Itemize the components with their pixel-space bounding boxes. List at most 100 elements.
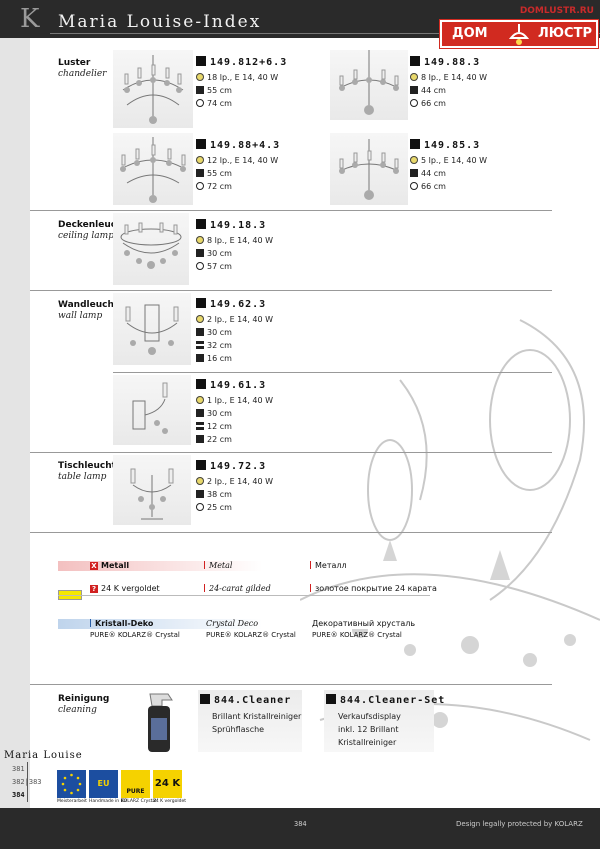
category-wand-sub: wall lamp [58, 311, 103, 321]
bulb-icon [410, 156, 418, 164]
depth-icon [196, 354, 204, 362]
crystal-header-de: Kristall-Deko [90, 619, 153, 628]
diameter-icon [196, 503, 204, 511]
width-icon [196, 341, 204, 349]
cleaning-line-1b: Sprühflasche [212, 725, 265, 734]
product-width-7: 12 cm [196, 421, 232, 432]
bulb-icon [196, 315, 204, 323]
section-divider [30, 684, 552, 685]
product-code-7: 149.61.3 [196, 379, 266, 391]
badge-pure: PURE [121, 770, 150, 798]
product-diameter-3: 72 cm [196, 181, 232, 192]
height-icon [196, 328, 204, 336]
product-photo-149-812[interactable] [113, 50, 193, 128]
cleaning-code-2: 844.Cleaner-Set [326, 694, 445, 706]
height-icon [196, 490, 204, 498]
product-photo-149-72[interactable] [113, 455, 191, 525]
height-icon [196, 249, 204, 257]
eu-stars-icon [61, 773, 82, 795]
product-photo-149-85[interactable] [330, 133, 408, 205]
section-divider [30, 210, 552, 211]
cleaning-line-2c: Kristallreiniger [338, 738, 397, 747]
badge-caption-1: Meisterarbeit [57, 799, 87, 804]
item-divider [113, 372, 552, 373]
section-divider [30, 290, 552, 291]
finish-header-bar [58, 561, 430, 571]
diameter-icon [196, 182, 204, 190]
kolarz-logo-icon: K [20, 4, 40, 34]
category-luster-sub: chandelier [58, 69, 107, 79]
product-diameter-1: 74 cm [196, 98, 232, 109]
height-icon [410, 169, 418, 177]
domlustr-watermark[interactable]: DOMLUSTR.RU ДОМ ЛЮСТР [440, 6, 598, 72]
product-photo-149-62[interactable] [113, 293, 191, 365]
category-decken-sub: ceiling lamp [58, 231, 114, 241]
bulb-icon [196, 396, 204, 404]
cleaner-panel [198, 690, 302, 752]
product-lamps-6: 2 lp., E 14, 40 W [196, 314, 273, 325]
cleaning-code-1: 844.Cleaner [200, 694, 291, 706]
left-strip [0, 38, 30, 808]
product-photo-149-88-4[interactable] [113, 133, 193, 205]
product-code-2: 149.88.3 [410, 56, 480, 68]
crystal-header-bar [58, 619, 430, 629]
page-link-382-383[interactable]: 382|383 [12, 778, 42, 786]
finish-header-ru: Металл [310, 561, 347, 570]
page-index-divider [27, 762, 28, 802]
finish-row-de: ?24 K vergoldet [90, 584, 160, 593]
spray-bottle-image[interactable] [138, 688, 182, 754]
product-code-4: 149.85.3 [410, 139, 480, 151]
crystal-row-en: PURE® KOLARZ® Crystal [206, 631, 296, 639]
brand-right: ЛЮСТР [538, 26, 592, 41]
cleaning-line-2b: inkl. 12 Brillant [338, 725, 399, 734]
crystal-row-ru: PURE® KOLARZ® Crystal [312, 631, 402, 639]
product-lamps-8: 2 lp., E 14, 40 W [196, 476, 273, 487]
page-title: Maria Louise-Index [58, 12, 262, 32]
product-code-3: 149.88+4.3 [196, 139, 280, 151]
bulb-icon [410, 73, 418, 81]
cleaning-line-1a: Brillant Kristallreiniger [212, 712, 302, 721]
product-lamps-1: 18 lp., E 14, 40 W [196, 72, 278, 83]
product-height-7: 30 cm [196, 408, 232, 419]
badge-caption-2: Handmade in EU [89, 799, 127, 804]
page-link-384[interactable]: 384 [12, 791, 25, 799]
product-code-6: 149.62.3 [196, 298, 266, 310]
product-height-5: 30 cm [196, 248, 232, 259]
height-icon [196, 86, 204, 94]
category-decken: Deckenleuchte [58, 220, 133, 230]
product-photo-149-18[interactable] [113, 213, 189, 285]
cleaner-set-panel [324, 690, 434, 752]
product-height-2: 44 cm [410, 85, 446, 96]
product-diameter-2: 66 cm [410, 98, 446, 109]
badge-meisterarbeit [57, 770, 86, 798]
category-tisch-sub: table lamp [58, 472, 107, 482]
height-icon [196, 169, 204, 177]
product-code-5: 149.18.3 [196, 219, 266, 231]
product-lamps-7: 1 lp., E 14, 40 W [196, 395, 273, 406]
product-photo-149-61[interactable] [113, 375, 191, 445]
cleaning-line-2a: Verkaufsdisplay [338, 712, 401, 721]
diameter-icon [410, 182, 418, 190]
finish-header-en: Metal [204, 561, 232, 570]
category-reinigung-sub: cleaning [58, 705, 97, 715]
diameter-icon [196, 262, 204, 270]
height-icon [196, 409, 204, 417]
footer-legal: Design legally protected by KOLARZ [456, 820, 583, 828]
product-width-6: 32 cm [196, 340, 232, 351]
product-photo-149-88[interactable] [330, 50, 408, 120]
page-link-381[interactable]: 381 [12, 765, 25, 773]
x-mark-icon: ? [90, 585, 98, 593]
section-divider [30, 532, 552, 533]
badge-caption-4: 24 K vergoldet [153, 799, 186, 804]
gold-swatch [58, 584, 82, 603]
footer-bar [0, 808, 600, 849]
finish-row-ru: золотое покрытие 24 карата [310, 584, 437, 593]
sidebar-brand: Maria Louise [4, 750, 83, 761]
product-code-8: 149.72.3 [196, 460, 266, 472]
product-height-4: 44 cm [410, 168, 446, 179]
diameter-icon [410, 99, 418, 107]
bulb-icon [196, 73, 204, 81]
lamp-icon [508, 24, 530, 45]
badge-24k: 24 K [153, 770, 182, 798]
